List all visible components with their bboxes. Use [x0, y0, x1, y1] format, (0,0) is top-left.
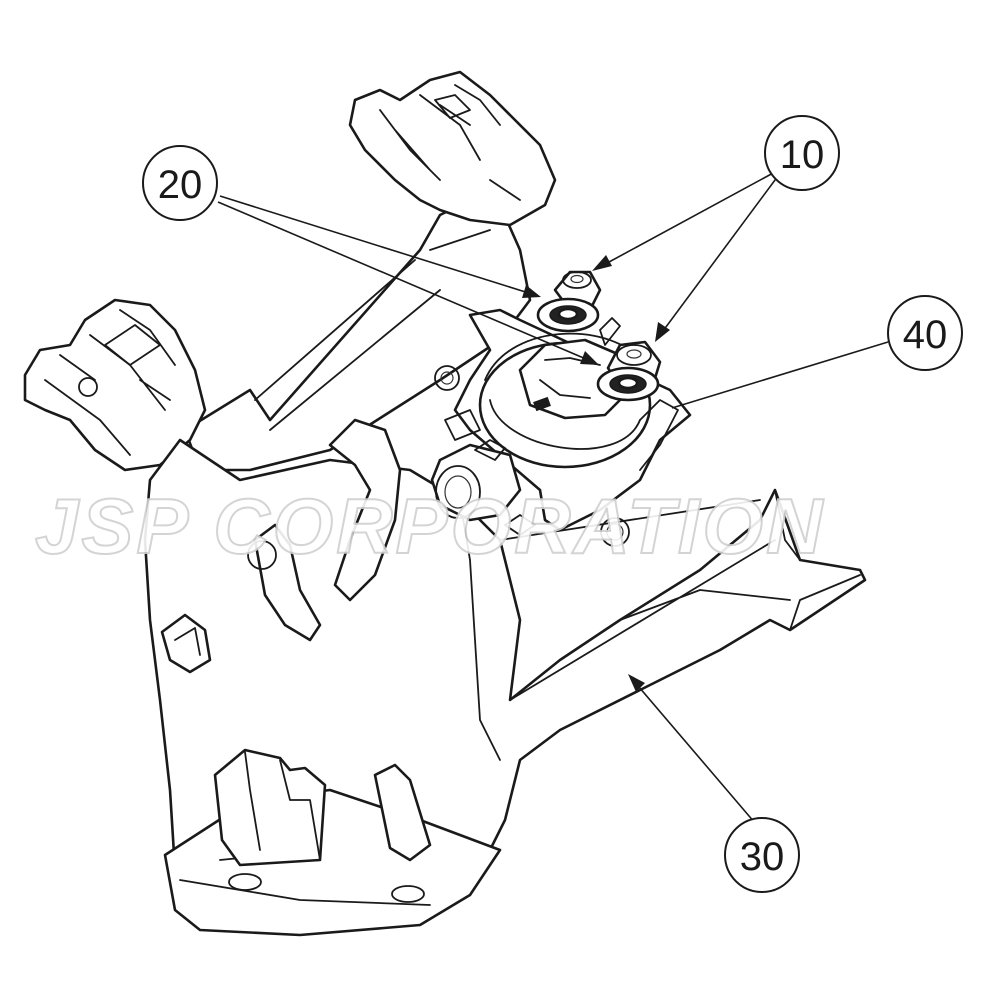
leader-20-b	[217, 201, 594, 363]
callout-40: 40	[887, 295, 963, 371]
nut-right-top	[616, 344, 652, 366]
relay-mount-tab	[444, 409, 481, 441]
leader-30	[632, 679, 756, 824]
washer-part-20-right	[596, 366, 660, 402]
nut-right-bore	[626, 349, 642, 359]
callout-30: 30	[724, 817, 800, 893]
bracket-hole-right	[600, 517, 630, 547]
callout-10: 10	[764, 115, 840, 191]
callout-30-circle	[724, 817, 800, 893]
relay-small-tab	[504, 514, 536, 536]
relay-plug-connector	[430, 443, 522, 522]
callout-20-circle	[142, 145, 218, 221]
left-connector-tab	[104, 324, 161, 366]
relay-strap	[639, 399, 679, 471]
bracket-hole-upper-inner	[440, 371, 454, 385]
callout-10-label: 10	[780, 133, 825, 177]
base-mount-block-left-detail	[244, 751, 321, 861]
base-hole-left	[228, 873, 262, 891]
washer-left-bore	[557, 307, 579, 321]
leader-10-right	[659, 175, 779, 336]
callout-20-label: 20	[158, 163, 203, 207]
callout-10-circle	[764, 115, 840, 191]
bracket-right-flange	[774, 489, 861, 631]
callout-40-label: 40	[903, 313, 948, 357]
relay-part-40	[430, 308, 692, 536]
leader-10-left	[597, 171, 776, 269]
slot-pin	[247, 540, 277, 570]
arrow-20-b	[580, 351, 599, 365]
callout-40-circle	[887, 295, 963, 371]
arrow-20-a	[522, 285, 541, 298]
bracket-upper-arm-edge	[254, 229, 491, 431]
bracket-hole-right-inner	[606, 523, 624, 541]
callout-30-label: 30	[740, 835, 785, 879]
washer-right-bore	[617, 376, 639, 390]
relay-marking	[533, 396, 551, 412]
bracket-side-hook	[328, 418, 402, 602]
bracket-part-30	[23, 70, 867, 937]
bracket-hole-upper	[434, 365, 460, 391]
base-mount-block-left	[213, 748, 327, 867]
washer-part-20-left	[536, 297, 600, 333]
arrow-10-right	[655, 322, 670, 342]
left-connector-hole	[78, 377, 98, 397]
bracket-body-fold	[459, 499, 791, 761]
arrow-10-left	[592, 255, 612, 271]
top-connector-slot	[434, 94, 471, 119]
left-side-clip-detail	[174, 627, 201, 656]
nut-left-top	[562, 271, 592, 289]
left-side-clip	[160, 613, 212, 674]
top-connector-block	[348, 70, 557, 227]
nut-left-bore	[570, 274, 584, 284]
callout-20: 20	[142, 145, 218, 221]
base-mount-block-right	[373, 763, 432, 862]
bracket-upper-arm	[183, 198, 532, 472]
top-connector-detail	[379, 84, 521, 201]
leader-20-a	[219, 195, 536, 296]
terminal-stud	[599, 317, 621, 346]
watermark: JSP CORPORATION	[35, 482, 825, 570]
arrow-30	[628, 674, 645, 692]
relay-plug-latch	[474, 439, 506, 461]
base-hole-right	[391, 885, 425, 903]
leader-lines	[217, 171, 889, 824]
bracket-slot	[253, 523, 322, 642]
relay-plug-inner	[444, 475, 472, 509]
leader-40	[671, 341, 889, 409]
relay-plug-opening	[435, 465, 481, 519]
